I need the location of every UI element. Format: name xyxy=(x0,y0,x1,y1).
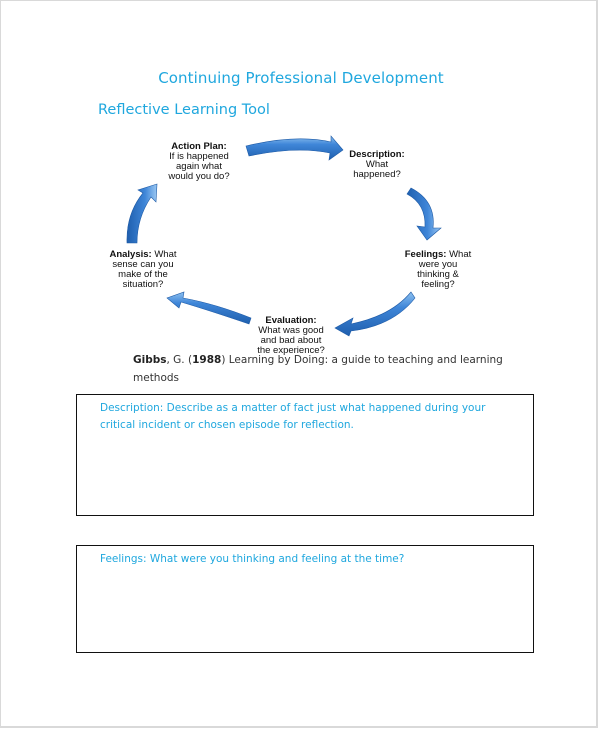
stage-text: happened? xyxy=(353,169,401,180)
description-prompt: Description: Describe as a matter of fac… xyxy=(100,402,486,431)
reflective-cycle-diagram: Action Plan: If is happened again what w… xyxy=(81,126,501,356)
stage-evaluation: Evaluation: What was good and bad about … xyxy=(241,316,341,356)
feelings-prompt: Feelings: What were you thinking and fee… xyxy=(100,553,405,565)
citation-initial: , G. ( xyxy=(166,354,193,366)
citation-author: Gibbs xyxy=(133,354,167,366)
stage-description: Description: What happened? xyxy=(337,150,417,180)
stage-heading: Evaluation: xyxy=(265,315,317,326)
stage-text: feeling? xyxy=(421,279,455,290)
stage-text: What xyxy=(154,249,177,260)
stage-action-plan: Action Plan: If is happened again what w… xyxy=(149,142,249,182)
citation: Gibbs, G. (1988) Learning by Doing: a gu… xyxy=(133,351,513,387)
stage-heading: Description: xyxy=(349,149,405,160)
stage-text: and bad about xyxy=(260,335,322,346)
stage-text: were you xyxy=(418,259,458,270)
arrow-to-evaluation-icon xyxy=(334,291,416,337)
citation-title: ) Learning by Doing: a guide to teaching… xyxy=(133,354,503,384)
stage-text: If is happened xyxy=(169,151,229,162)
arrow-to-action-plan-icon xyxy=(126,183,158,244)
page-title: Continuing Professional Development xyxy=(158,69,444,87)
stage-heading: Analysis: xyxy=(109,249,152,260)
stage-analysis: Analysis: What sense can you make of the… xyxy=(93,250,193,290)
cycle-arrows xyxy=(126,135,442,337)
stage-text: What xyxy=(449,249,472,260)
stage-text: again what xyxy=(176,161,222,172)
stage-heading: Feelings: xyxy=(404,249,447,260)
arrow-to-analysis-icon xyxy=(166,291,252,325)
stage-text: the experience? xyxy=(257,345,325,356)
page-subtitle: Reflective Learning Tool xyxy=(98,102,270,118)
feelings-response-box[interactable]: Feelings: What were you thinking and fee… xyxy=(76,545,534,653)
description-response-box[interactable]: Description: Describe as a matter of fac… xyxy=(76,394,534,516)
stage-heading: Action Plan: xyxy=(171,141,227,152)
stage-feelings: Feelings: What were you thinking & feeli… xyxy=(383,250,493,290)
stage-text: What was good xyxy=(258,325,324,336)
stage-text: sense can you xyxy=(112,259,174,270)
stage-text: What xyxy=(365,159,389,170)
stage-text: make of the xyxy=(118,269,168,280)
stage-text: thinking & xyxy=(417,269,459,280)
citation-year: 1988 xyxy=(192,354,222,366)
stage-text: situation? xyxy=(122,279,164,290)
arrow-to-feelings-icon xyxy=(406,187,442,241)
arrow-to-description-icon xyxy=(245,135,344,161)
stage-text: would you do? xyxy=(168,171,230,182)
